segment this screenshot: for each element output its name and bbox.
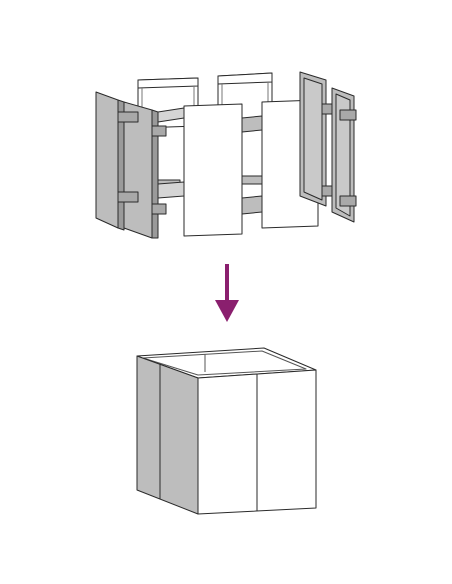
panel-front-left — [183, 103, 243, 237]
rail-middle — [241, 115, 263, 215]
assembled-planter — [136, 347, 317, 515]
rail-left-top — [157, 107, 185, 199]
arrow-down-icon — [215, 264, 239, 322]
planter-left-face — [136, 355, 199, 515]
exploded-parts — [95, 71, 357, 239]
panel-left-inner — [117, 101, 167, 239]
panel-right-outer — [331, 87, 357, 223]
